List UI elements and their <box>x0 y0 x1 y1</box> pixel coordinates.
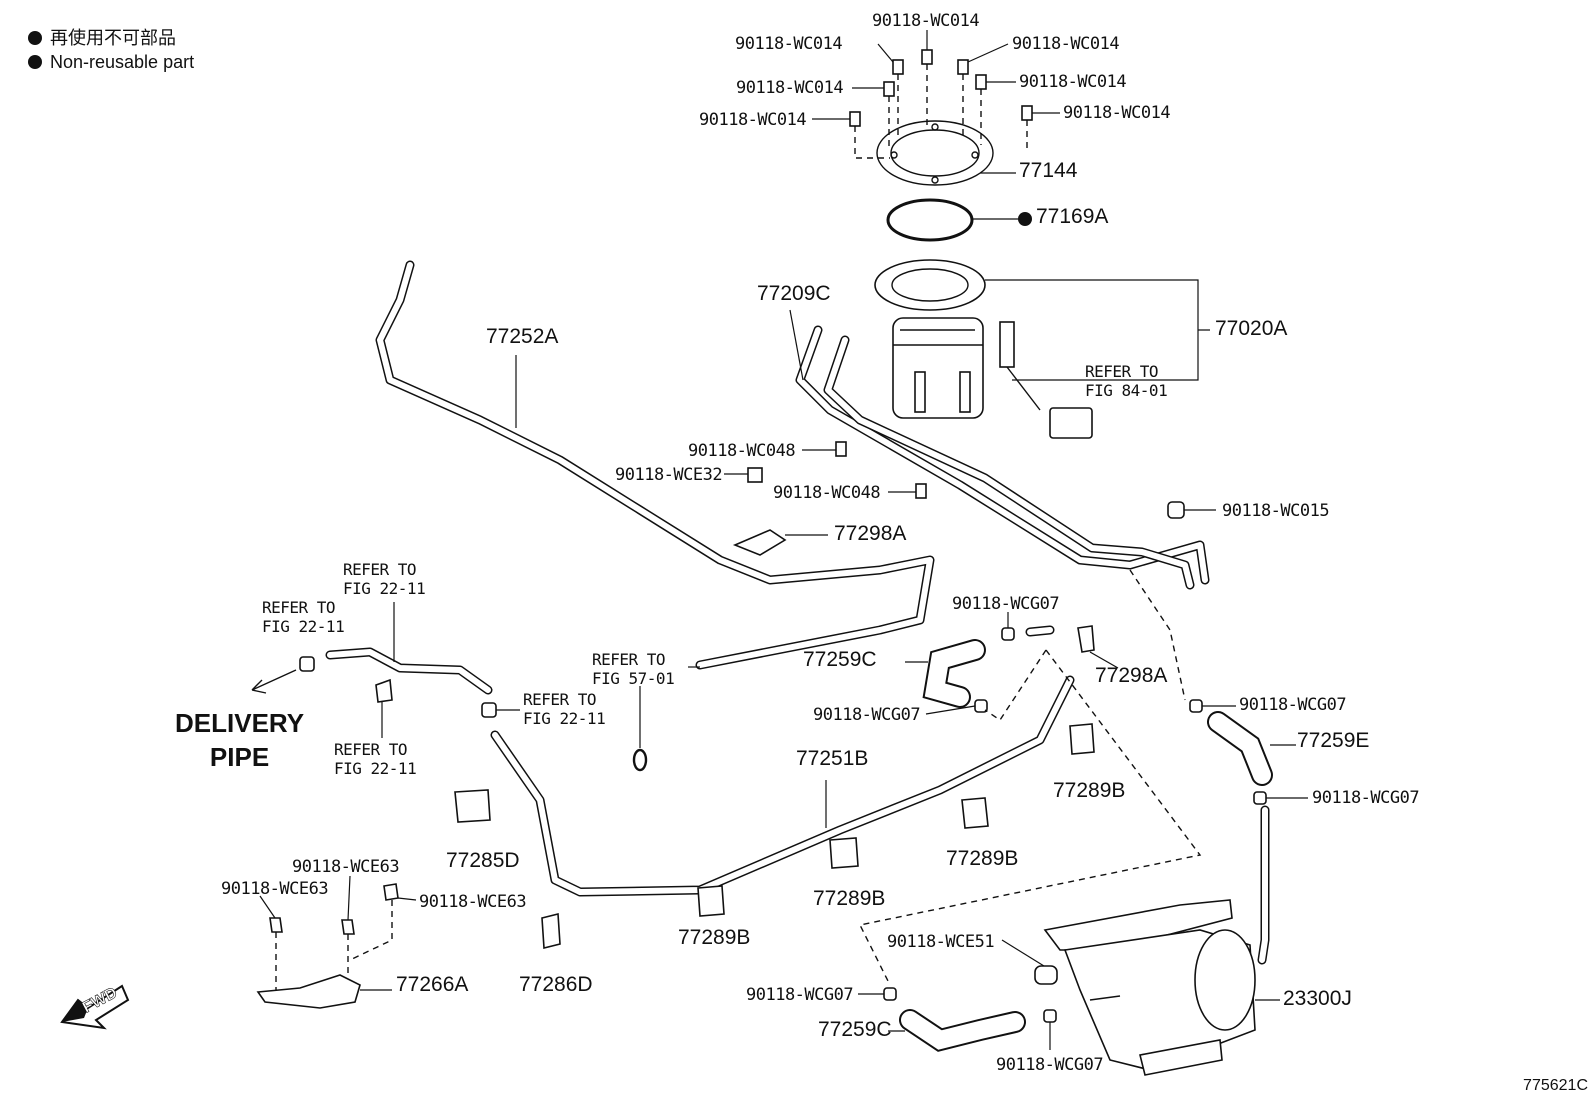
legend-text-en: Non-reusable part <box>50 52 195 72</box>
routing-dashes <box>858 569 1202 986</box>
callout-90118-wc014: 90118-WC014 <box>699 110 807 130</box>
callout-77169a: 77169A <box>1036 205 1109 228</box>
callout-77298a: 77298A <box>834 522 907 545</box>
clamps <box>259 441 1308 1050</box>
callout-77289b: 77289B <box>946 847 1019 870</box>
refer-note-fig22: REFER TO FIG 22-11 <box>523 690 606 728</box>
fuel-pump-assembly <box>874 259 1210 439</box>
callout-77252a: 77252A <box>486 325 559 348</box>
callout-77020a: 77020A <box>1215 317 1288 340</box>
gasket-77169A <box>886 198 1032 242</box>
pipe-77209C <box>789 309 1210 590</box>
callout-90118-wce63: 90118-WCE63 <box>292 857 400 877</box>
callout-90118-wc014: 90118-WC014 <box>1063 103 1171 123</box>
refer-line-2: FIG 84-01 <box>1085 381 1168 400</box>
delivery-line-1: DELIVERY <box>175 708 305 738</box>
callout-77259c: 77259C <box>803 648 877 671</box>
refer-line-1: REFER TO <box>334 740 408 759</box>
callout-90118-wc014: 90118-WC014 <box>1012 34 1120 54</box>
refer-note-fig22: REFER TO FIG 22-11 <box>343 560 426 598</box>
callout-90118-wcg07: 90118-WCG07 <box>1312 788 1420 808</box>
callout-90118-wc014: 90118-WC014 <box>736 78 844 98</box>
callout-23300j: 23300J <box>1283 987 1352 1010</box>
callout-90118-wce51: 90118-WCE51 <box>887 932 995 952</box>
retainer-ring-77144 <box>876 120 1016 186</box>
callout-77289b: 77289B <box>813 887 886 910</box>
retainer-bolts <box>812 30 1060 159</box>
callout-77266a: 77266A <box>396 973 469 996</box>
callout-77298a: 77298A <box>1095 664 1168 687</box>
legend-row-en: Non-reusable part <box>28 50 194 74</box>
refer-line-1: REFER TO <box>262 598 336 617</box>
callout-90118-wcg07: 90118-WCG07 <box>996 1055 1104 1075</box>
callout-90118-wc048: 90118-WC048 <box>773 483 881 503</box>
fwd-arrow <box>60 984 130 1030</box>
bracket-77266A <box>256 900 393 1009</box>
callout-77251b: 77251B <box>796 747 869 770</box>
bullet-icon <box>28 31 42 45</box>
callout-77144: 77144 <box>1019 159 1078 182</box>
callout-90118-wcg07: 90118-WCG07 <box>813 705 921 725</box>
bullet-icon <box>28 55 42 69</box>
refer-line-2: FIG 57-01 <box>592 669 675 688</box>
refer-note-fig22: REFER TO FIG 22-11 <box>334 740 417 778</box>
callout-90118-wcg07: 90118-WCG07 <box>1239 695 1347 715</box>
callout-77259c: 77259C <box>818 1018 892 1041</box>
charcoal-canister <box>1001 899 1280 1076</box>
refer-line-1: REFER TO <box>1085 362 1159 381</box>
delivery-line-2: PIPE <box>209 742 270 772</box>
callout-90118-wc014: 90118-WC014 <box>1019 72 1127 92</box>
callout-90118-wce63: 90118-WCE63 <box>221 879 329 899</box>
refer-note-fig57: REFER TO FIG 57-01 <box>592 650 675 688</box>
refer-line-2: FIG 22-11 <box>334 759 417 778</box>
callout-77209c: 77209C <box>757 282 831 305</box>
callout-90118-wc014: 90118-WC014 <box>872 11 980 31</box>
callout-90118-wcg07: 90118-WCG07 <box>952 594 1060 614</box>
refer-line-2: FIG 22-11 <box>523 709 606 728</box>
figure-id: 775621C <box>1523 1077 1588 1094</box>
callout-77286d: 77286D <box>519 973 593 996</box>
refer-line-2: FIG 22-11 <box>262 617 345 636</box>
legend-text-jp: 再使用不可部品 <box>50 28 176 48</box>
callout-90118-wc015: 90118-WC015 <box>1222 501 1330 521</box>
pipe-77252A <box>375 260 935 670</box>
callout-90118-wce32: 90118-WCE32 <box>615 465 723 485</box>
callout-90118-wce63: 90118-WCE63 <box>419 892 527 912</box>
callout-77289b: 77289B <box>1053 779 1126 802</box>
callout-77285d: 77285D <box>446 849 520 872</box>
hoses <box>888 625 1296 1052</box>
refer-note-fig22: REFER TO FIG 22-11 <box>262 598 345 636</box>
delivery-connector-pipe <box>251 602 520 738</box>
refer-line-1: REFER TO <box>592 650 666 669</box>
refer-line-2: FIG 22-11 <box>343 579 426 598</box>
refer-line-1: REFER TO <box>523 690 597 709</box>
callout-77289b: 77289B <box>678 926 751 949</box>
refer-note-fig84: REFER TO FIG 84-01 <box>1085 362 1168 400</box>
refer-line-1: REFER TO <box>343 560 417 579</box>
callout-90118-wc014: 90118-WC014 <box>735 34 843 54</box>
legend-row-jp: 再使用不可部品 <box>28 26 194 50</box>
callout-90118-wcg07: 90118-WCG07 <box>746 985 854 1005</box>
callout-90118-wc048: 90118-WC048 <box>688 441 796 461</box>
callout-77259e: 77259E <box>1297 729 1370 752</box>
delivery-pipe-label: DELIVERY PIPE <box>175 706 304 774</box>
legend: 再使用不可部品 Non-reusable part <box>28 26 194 74</box>
